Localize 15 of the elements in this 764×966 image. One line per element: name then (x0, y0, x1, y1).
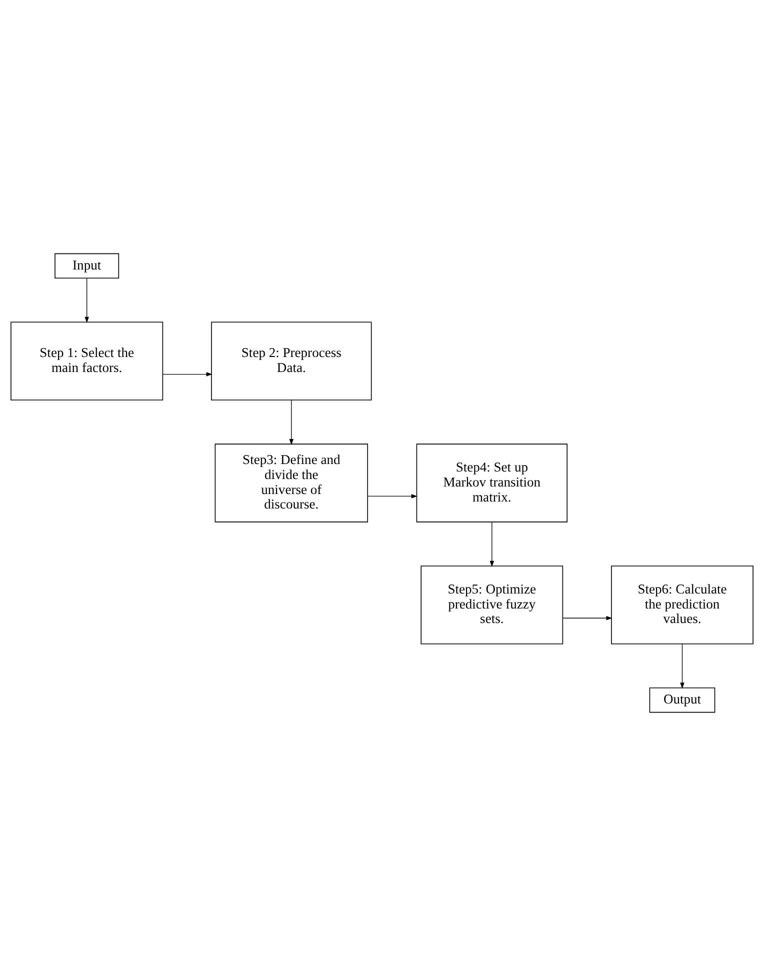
node-box: Step6: Calculate the prediction values. (611, 566, 754, 644)
arrow (367, 494, 418, 498)
arrow (490, 522, 494, 567)
arrow (162, 372, 212, 376)
arrow (562, 616, 612, 620)
arrow (84, 278, 89, 323)
node-box: Step4: Set up Markov transition matrix. (416, 444, 568, 522)
node-box: Output (649, 688, 716, 713)
arrow (289, 400, 294, 446)
node-box: Step 2: Preprocess Data. (211, 322, 372, 400)
node-box: Step5: Optimize predictive fuzzy sets. (420, 566, 564, 644)
arrow (680, 644, 684, 689)
node-box: Step3: Define and divide the universe of discourse. (214, 444, 368, 522)
node-box: Input (54, 253, 120, 278)
node-box: Step 1: Select the main factors. (10, 322, 164, 400)
